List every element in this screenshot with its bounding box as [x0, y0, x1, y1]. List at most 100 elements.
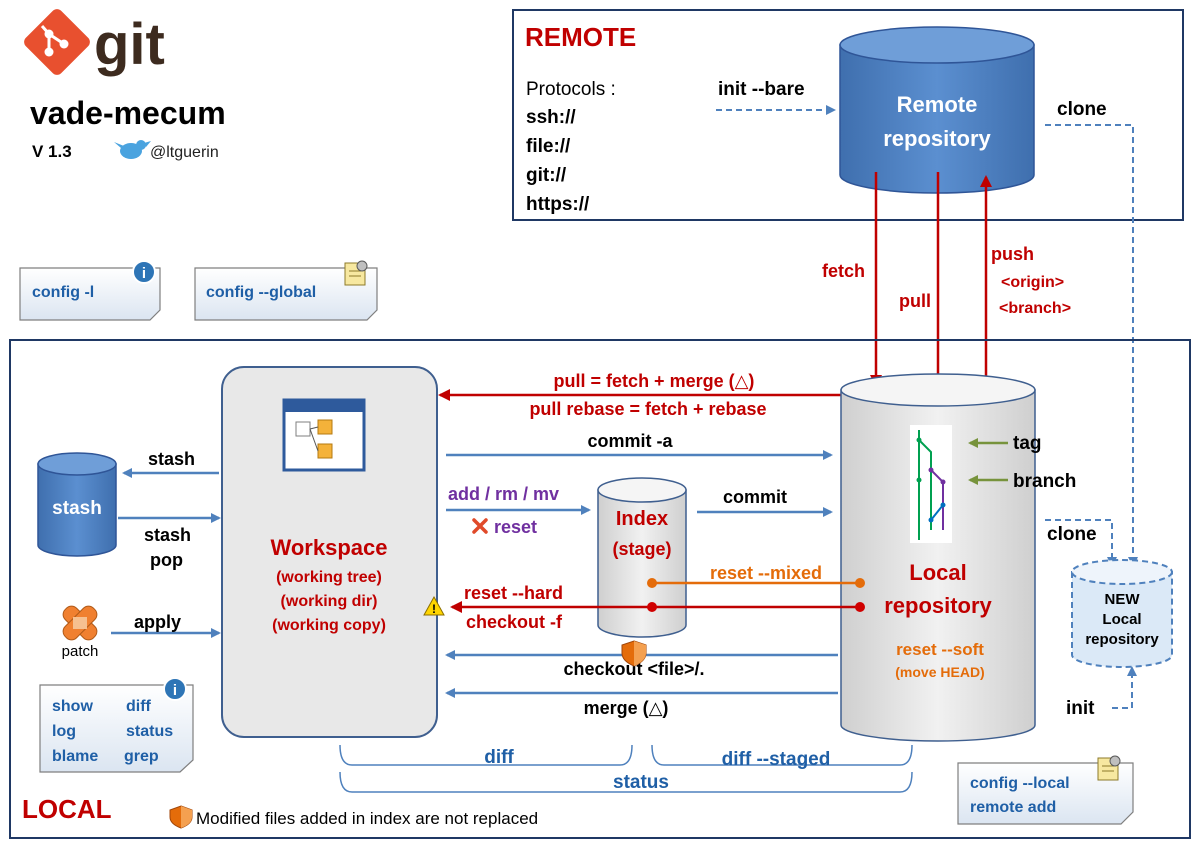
status-brace	[339, 771, 913, 793]
index-title: Index	[616, 508, 668, 530]
svg-text:i: i	[142, 265, 146, 282]
fetch-label: fetch	[822, 261, 865, 281]
status-command: status	[126, 723, 173, 740]
footnote-text: Modified files added in index are not re…	[196, 809, 538, 828]
diff-label: diff	[484, 747, 514, 768]
log-command: log	[52, 723, 76, 740]
page-title: vade-mecum	[30, 95, 226, 131]
patch-bandage-icon	[62, 605, 98, 641]
protocol-item: file://	[526, 136, 571, 157]
workspace-subtitle: (working copy)	[272, 617, 386, 634]
config-global-note[interactable]: config --global	[194, 260, 378, 321]
stash-command: stash	[148, 449, 195, 469]
local-section	[9, 339, 1191, 839]
blame-command: blame	[52, 748, 98, 765]
stash-label: stash	[52, 498, 102, 519]
diff-staged-brace	[651, 744, 913, 766]
push-origin-label: <origin>	[1001, 274, 1064, 291]
commit-graph-icon	[910, 425, 952, 543]
protocol-item: https://	[526, 194, 590, 215]
info-icon: i	[132, 260, 156, 284]
reset-soft-command: reset --soft	[896, 640, 984, 659]
diff-command: diff	[126, 698, 152, 715]
settings-note-icon	[1097, 755, 1121, 781]
status-label: status	[613, 772, 669, 793]
version-label: V 1.3	[32, 142, 72, 161]
workspace-subtitle: (working tree)	[276, 569, 382, 586]
config-global-command: config --global	[206, 284, 316, 301]
diff-staged-label: diff --staged	[722, 749, 831, 770]
clone-local-arrow	[1045, 519, 1117, 567]
apply-command: apply	[134, 612, 181, 632]
reset-hard-label: reset --hard	[464, 583, 563, 603]
checkout-file-label: checkout <file>/.	[563, 659, 704, 679]
config-l-note[interactable]: config -l i	[19, 260, 161, 321]
shield-icon	[169, 805, 193, 829]
svg-text:i: i	[173, 682, 177, 699]
protocol-item: ssh://	[526, 107, 576, 128]
add-rm-mv-label: add / rm / mv	[448, 484, 559, 504]
new-repo-label: repository	[1085, 631, 1159, 648]
reset-mixed-label: reset --mixed	[710, 563, 822, 583]
reset-mixed-dot	[855, 578, 865, 588]
twitter-bird-icon	[114, 140, 151, 159]
workspace-box[interactable]: Workspace (working tree) (working dir) (…	[221, 366, 438, 738]
local-label: LOCAL	[22, 794, 112, 824]
warning-icon: !	[423, 595, 445, 616]
pull-rebase-formula: pull rebase = fetch + rebase	[529, 399, 766, 419]
inspect-commands-note[interactable]: show diff log status blame grep i	[39, 677, 194, 773]
stash-pop-command: pop	[150, 550, 183, 570]
settings-note-icon	[344, 260, 368, 286]
reset-x-icon	[472, 518, 488, 534]
config-local-note[interactable]: config --local remote add	[957, 755, 1134, 825]
reset-label: reset	[494, 517, 537, 537]
local-repository-label: repository	[884, 593, 992, 618]
reset-hard-dot	[855, 602, 865, 612]
merge-label: merge (△)	[584, 698, 669, 718]
push-branch-label: <branch>	[999, 300, 1071, 317]
pull-label: pull	[899, 291, 931, 311]
commit-a-label: commit -a	[587, 431, 673, 451]
local-repository[interactable]: Local repository reset --soft (move HEAD…	[840, 373, 1036, 742]
reset-mixed-dot	[647, 578, 657, 588]
new-repo-label: Local	[1102, 611, 1141, 628]
stash-pop-command: stash	[144, 525, 191, 545]
svg-text:!: !	[432, 602, 436, 616]
remote-repository-label: Remote	[897, 92, 978, 117]
config-local-command: config --local	[970, 775, 1070, 792]
init-arrow	[1112, 666, 1137, 709]
protocol-item: git://	[526, 165, 567, 186]
remote-add-command: remote add	[970, 799, 1056, 816]
remote-repository[interactable]: Remote repository	[839, 26, 1035, 194]
branch-label: branch	[1013, 471, 1076, 492]
checkout-f-label: checkout -f	[466, 612, 563, 632]
tag-label: tag	[1013, 433, 1042, 454]
local-repository-label: Local	[909, 560, 966, 585]
clone-local-label: clone	[1047, 524, 1097, 545]
remote-repository-label: repository	[883, 126, 991, 151]
index-subtitle: (stage)	[612, 539, 671, 559]
init-bare-command: init --bare	[718, 79, 805, 100]
workspace-title: Workspace	[271, 535, 388, 560]
index-cylinder[interactable]: Index (stage)	[597, 477, 687, 638]
reset-hard-dot	[647, 602, 657, 612]
new-repo-label: NEW	[1105, 591, 1141, 608]
show-command: show	[52, 698, 93, 715]
new-local-repository[interactable]: NEW Local repository	[1071, 559, 1173, 668]
config-l-command: config -l	[32, 284, 94, 301]
clone-remote-label: clone	[1057, 99, 1107, 120]
remote-label: REMOTE	[525, 22, 636, 52]
info-icon: i	[163, 677, 187, 701]
init-label: init	[1066, 698, 1095, 719]
commit-label: commit	[723, 487, 787, 507]
workspace-subtitle: (working dir)	[281, 593, 378, 610]
window-app-icon	[282, 398, 366, 472]
push-label: push	[991, 244, 1034, 264]
twitter-handle[interactable]: @ltguerin	[150, 144, 219, 161]
stash-cylinder[interactable]: stash	[37, 452, 117, 557]
git-logo-icon	[24, 9, 90, 75]
move-head-note: (move HEAD)	[895, 664, 984, 680]
protocols-label: Protocols :	[526, 79, 616, 100]
pull-formula: pull = fetch + merge (△)	[554, 371, 755, 391]
diff-brace	[339, 744, 633, 766]
